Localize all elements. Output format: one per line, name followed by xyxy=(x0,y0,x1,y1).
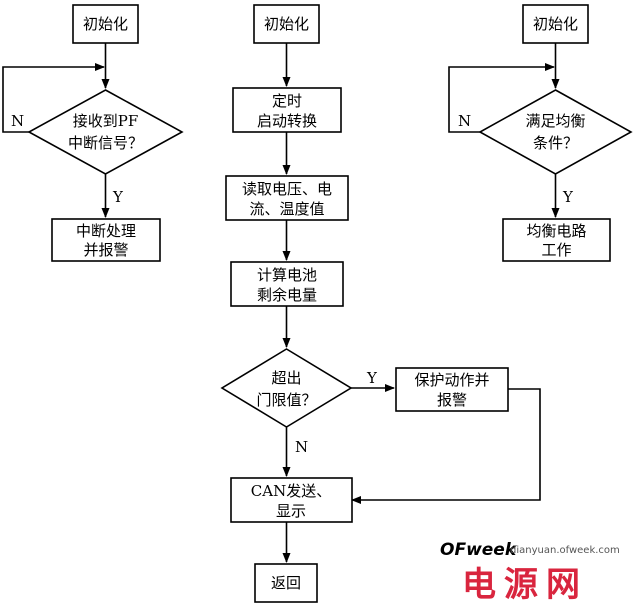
flow-center-threshold-line2: 门限值？ xyxy=(256,391,316,409)
flow-left-decision-diamond xyxy=(27,89,184,175)
flow-center-yes-label: Y xyxy=(366,369,378,387)
flow-right-yes-label: Y xyxy=(562,188,574,206)
flow-center-init-label: 初始化 xyxy=(264,15,309,33)
flow-center-calc-line1: 计算电池 xyxy=(257,266,317,284)
flow-center-threshold-diamond xyxy=(220,348,353,428)
flow-center-return-box xyxy=(254,563,318,603)
flow-center-arrow-protect-return xyxy=(351,388,541,504)
flow-right-action-line1: 均衡电路 xyxy=(526,222,586,240)
flow-left-action-box xyxy=(51,218,161,262)
watermark: OFweek dianyuan.ofweek.com 电源网 xyxy=(440,540,620,605)
flow-right-init-box xyxy=(522,4,589,44)
flow-center-protect-box xyxy=(395,367,509,412)
flow-right-init-label: 初始化 xyxy=(533,15,578,33)
flow-center-read-line2: 流、温度值 xyxy=(249,200,324,218)
flow-left-decision-line1: 接收到PF xyxy=(73,112,139,130)
flow-center: 初始化 定时 启动转换 读取电压、电 流、温度值 计算电池 剩余电量 超出 门限… xyxy=(220,4,541,603)
flow-left-init-label: 初始化 xyxy=(83,15,128,33)
flow-right-no-loop xyxy=(448,63,555,133)
flow-left-decision-line2: 中断信号？ xyxy=(68,134,143,152)
watermark-logo: OFweek xyxy=(440,540,518,560)
flow-center-protect-line1: 保护动作并 xyxy=(414,371,489,389)
flow-right-no-label: N xyxy=(458,112,471,130)
flow-center-send-line1: CAN发送、 xyxy=(251,482,331,500)
flow-right-decision-line2: 条件？ xyxy=(533,134,578,152)
flow-right-decision-diamond xyxy=(478,89,633,175)
flow-center-calc-box xyxy=(230,261,344,307)
watermark-url: dianyuan.ofweek.com xyxy=(510,545,620,556)
flow-center-return-label: 返回 xyxy=(271,574,301,592)
flow-left-action-line1: 中断处理 xyxy=(76,222,136,240)
flow-center-timer-line1: 定时 xyxy=(272,92,302,110)
flow-center-threshold-line1: 超出 xyxy=(271,369,301,387)
flow-center-send-box xyxy=(230,477,353,523)
flow-left-action-line2: 并报警 xyxy=(83,241,128,259)
flow-left: 初始化 接收到PF 中断信号？ N Y 中断处理 并报警 xyxy=(2,4,184,262)
flow-right-action-box xyxy=(502,218,611,262)
flow-left-yes-label: Y xyxy=(112,188,124,206)
flow-center-protect-line2: 报警 xyxy=(437,391,467,409)
flow-right: 初始化 满足均衡 条件？ N Y 均衡电路 工作 xyxy=(448,4,633,262)
flow-center-calc-line2: 剩余电量 xyxy=(257,286,317,304)
watermark-site-name: 电源网 xyxy=(462,565,588,605)
flow-left-no-loop xyxy=(2,63,105,133)
flow-right-decision-line1: 满足均衡 xyxy=(525,112,585,130)
flow-right-action-line2: 工作 xyxy=(541,241,571,259)
flow-center-send-line2: 显示 xyxy=(276,502,306,520)
flow-left-no-label: N xyxy=(11,112,24,130)
flow-center-no-label: N xyxy=(295,438,308,456)
flow-center-read-line1: 读取电压、电 xyxy=(242,180,332,198)
flow-center-read-box xyxy=(225,175,349,221)
flow-center-timer-box xyxy=(232,87,342,133)
flow-left-init-box xyxy=(72,4,139,44)
flow-center-timer-line2: 启动转换 xyxy=(257,112,317,130)
flow-center-init-box xyxy=(253,4,320,44)
